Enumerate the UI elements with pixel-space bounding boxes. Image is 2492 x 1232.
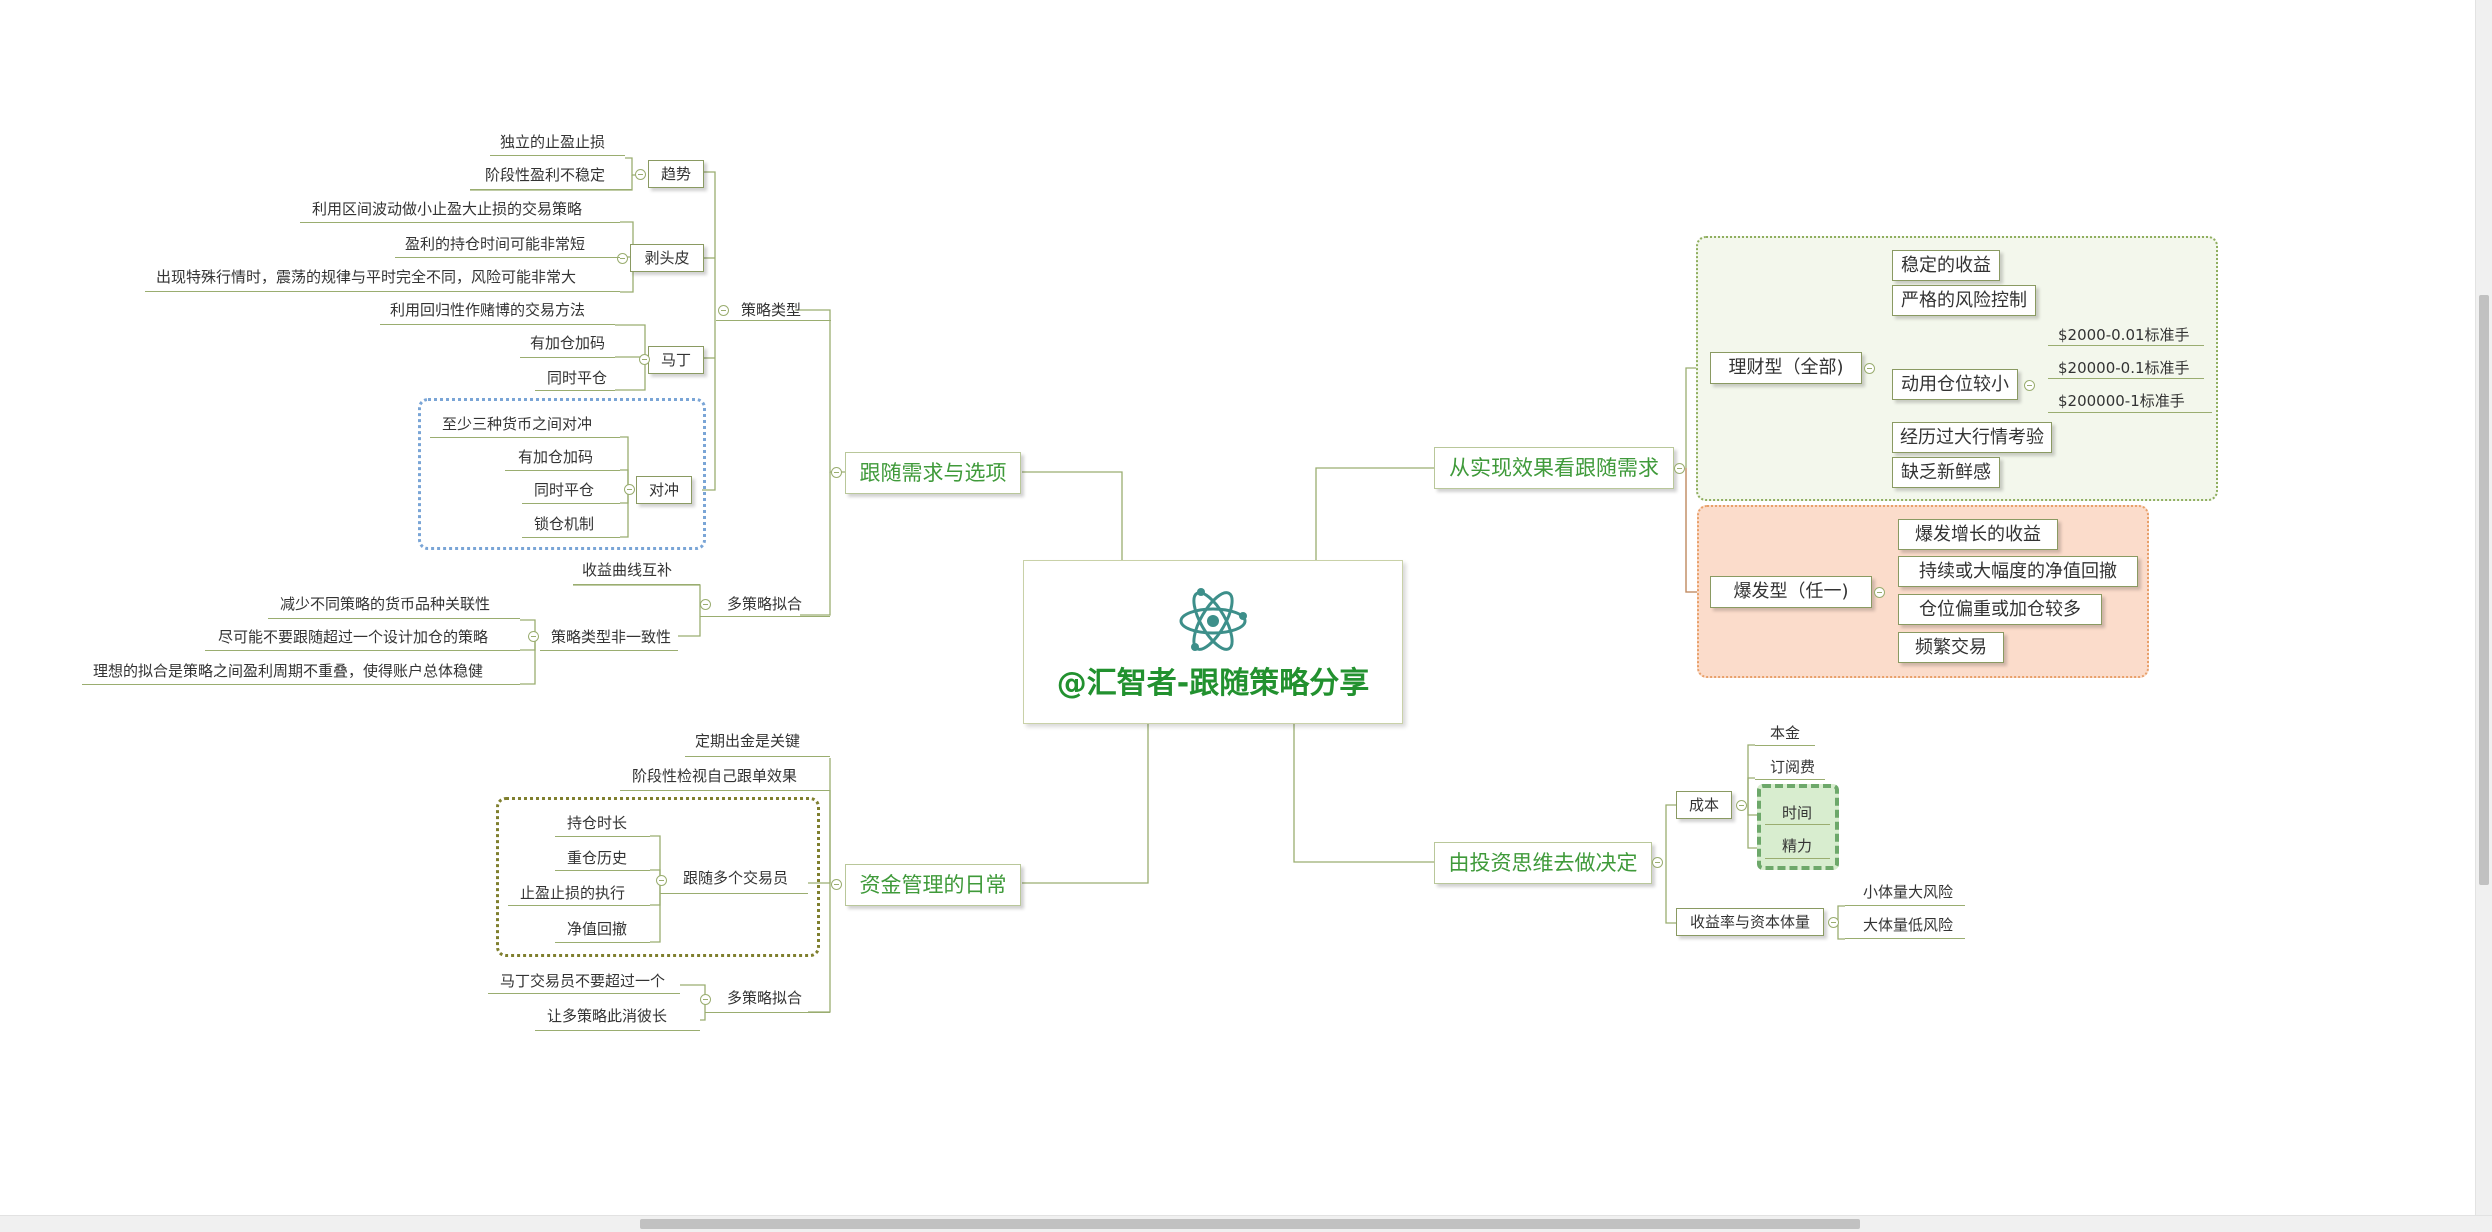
node-wealth-type[interactable]: 理财型（全部)	[1710, 352, 1862, 384]
horizontal-scroll-thumb[interactable]	[640, 1219, 1860, 1229]
branch-investment-decision[interactable]: 由投资思维去做决定	[1434, 842, 1652, 884]
node-cost[interactable]: 成本	[1676, 791, 1732, 819]
leaf-text[interactable]: 大体量低风险	[1863, 916, 1954, 934]
collapse-toggle[interactable]	[1674, 463, 1685, 474]
leaf-text[interactable]: 有加仓加码	[518, 448, 594, 466]
vertical-scrollbar[interactable]	[2475, 0, 2492, 1216]
branch-follow-needs[interactable]: 跟随需求与选项	[845, 452, 1021, 494]
leaf-text[interactable]: 利用区间波动做小止盈大止损的交易策略	[312, 200, 583, 218]
leaf-text[interactable]: 收益曲线互补	[582, 561, 673, 579]
leaf-text[interactable]: 止盈止损的执行	[520, 884, 626, 902]
collapse-toggle[interactable]	[718, 305, 729, 316]
leaf-text[interactable]: 有加仓加码	[530, 334, 606, 352]
leaf-text-time[interactable]: 时间	[1782, 804, 1813, 822]
collapse-toggle[interactable]	[700, 994, 711, 1005]
leaf-text[interactable]: $20000-0.1标准手	[2058, 359, 2190, 377]
collapse-toggle[interactable]	[1864, 363, 1875, 374]
collapse-toggle[interactable]	[831, 467, 842, 478]
node-scalp[interactable]: 剥头皮	[630, 244, 704, 272]
branch-fund-management[interactable]: 资金管理的日常	[845, 864, 1021, 906]
node-inconsistent[interactable]: 策略类型非一致性	[551, 628, 672, 646]
frame-time-energy	[1757, 784, 1839, 870]
leaf-text[interactable]: $200000-1标准手	[2058, 392, 2185, 410]
leaf-frequent-trading[interactable]: 频繁交易	[1898, 632, 2004, 663]
frame-hedge	[418, 398, 706, 550]
leaf-text[interactable]: 阶段性检视自己跟单效果	[632, 767, 798, 785]
leaf-text[interactable]: 尽可能不要跟随超过一个设计加仓的策略	[218, 628, 489, 646]
node-yield-capital[interactable]: 收益率与资本体量	[1676, 908, 1824, 936]
atom-icon	[1179, 588, 1247, 651]
collapse-toggle[interactable]	[635, 169, 646, 180]
leaf-text[interactable]: $2000-0.01标准手	[2058, 326, 2190, 344]
collapse-toggle[interactable]	[528, 631, 539, 642]
collapse-toggle[interactable]	[1652, 857, 1663, 868]
collapse-toggle[interactable]	[1874, 587, 1885, 598]
horizontal-scrollbar[interactable]	[0, 1215, 2492, 1232]
leaf-text[interactable]: 同时平仓	[534, 481, 595, 499]
node-trend[interactable]: 趋势	[648, 160, 704, 188]
collapse-toggle[interactable]	[2024, 380, 2035, 391]
vertical-scroll-thumb[interactable]	[2479, 295, 2489, 885]
collapse-toggle[interactable]	[639, 354, 650, 365]
leaf-text[interactable]: 小体量大风险	[1863, 883, 1954, 901]
leaf-tested-market[interactable]: 经历过大行情考验	[1892, 422, 2052, 453]
node-martin[interactable]: 马丁	[648, 346, 704, 374]
leaf-text[interactable]: 让多策略此消彼长	[547, 1007, 668, 1025]
collapse-toggle[interactable]	[700, 599, 711, 610]
leaf-heavy-position[interactable]: 仓位偏重或加仓较多	[1898, 594, 2102, 625]
leaf-text[interactable]: 持仓时长	[567, 814, 628, 832]
leaf-text[interactable]: 理想的拟合是策略之间盈利周期不重叠，使得账户总体稳健	[93, 662, 484, 680]
leaf-small-position[interactable]: 动用仓位较小	[1892, 369, 2018, 400]
frame-follow-multi	[496, 797, 820, 957]
leaf-text-energy[interactable]: 精力	[1782, 837, 1813, 855]
leaf-no-novelty[interactable]: 缺乏新鲜感	[1892, 457, 2000, 488]
node-hedge[interactable]: 对冲	[636, 476, 692, 504]
leaf-text[interactable]: 同时平仓	[547, 369, 608, 387]
collapse-toggle[interactable]	[617, 253, 628, 264]
leaf-strict-risk[interactable]: 严格的风险控制	[1892, 285, 2036, 316]
leaf-text[interactable]: 减少不同策略的货币品种关联性	[280, 595, 491, 613]
leaf-text[interactable]: 马丁交易员不要超过一个	[500, 972, 666, 990]
leaf-text[interactable]: 订阅费	[1770, 758, 1816, 776]
node-multi-fit[interactable]: 多策略拟合	[727, 595, 803, 613]
node-explosive-type[interactable]: 爆发型（任一)	[1710, 576, 1872, 608]
central-topic[interactable]: @汇智者-跟随策略分享	[1023, 560, 1403, 724]
leaf-text[interactable]: 本金	[1770, 724, 1801, 742]
collapse-toggle[interactable]	[624, 484, 635, 495]
leaf-text[interactable]: 定期出金是关键	[695, 732, 801, 750]
leaf-text[interactable]: 阶段性盈利不稳定	[485, 166, 606, 184]
leaf-text[interactable]: 利用回归性作赌博的交易方法	[390, 301, 586, 319]
collapse-toggle[interactable]	[1736, 800, 1747, 811]
node-follow-multiple-traders[interactable]: 跟随多个交易员	[683, 869, 789, 887]
collapse-toggle[interactable]	[1828, 917, 1839, 928]
leaf-text[interactable]: 出现特殊行情时，震荡的规律与平时完全不同，风险可能非常大	[156, 268, 577, 286]
collapse-toggle[interactable]	[656, 875, 667, 886]
leaf-explosive-growth[interactable]: 爆发增长的收益	[1898, 519, 2058, 550]
leaf-text[interactable]: 盈利的持仓时间可能非常短	[405, 235, 586, 253]
central-title: @汇智者-跟随策略分享	[1056, 666, 1370, 701]
leaf-text[interactable]: 净值回撤	[567, 920, 628, 938]
collapse-toggle[interactable]	[831, 879, 842, 890]
leaf-drawdown[interactable]: 持续或大幅度的净值回撤	[1898, 556, 2138, 587]
leaf-text[interactable]: 重仓历史	[567, 849, 628, 867]
leaf-text[interactable]: 至少三种货币之间对冲	[442, 415, 593, 433]
branch-effect-needs[interactable]: 从实现效果看跟随需求	[1434, 447, 1674, 489]
node-strategy-types[interactable]: 策略类型	[741, 301, 802, 319]
node-multi-fit-2[interactable]: 多策略拟合	[727, 989, 803, 1007]
leaf-text[interactable]: 锁仓机制	[534, 515, 595, 533]
leaf-stable-return[interactable]: 稳定的收益	[1892, 250, 2000, 281]
leaf-text[interactable]: 独立的止盈止损	[500, 133, 606, 151]
